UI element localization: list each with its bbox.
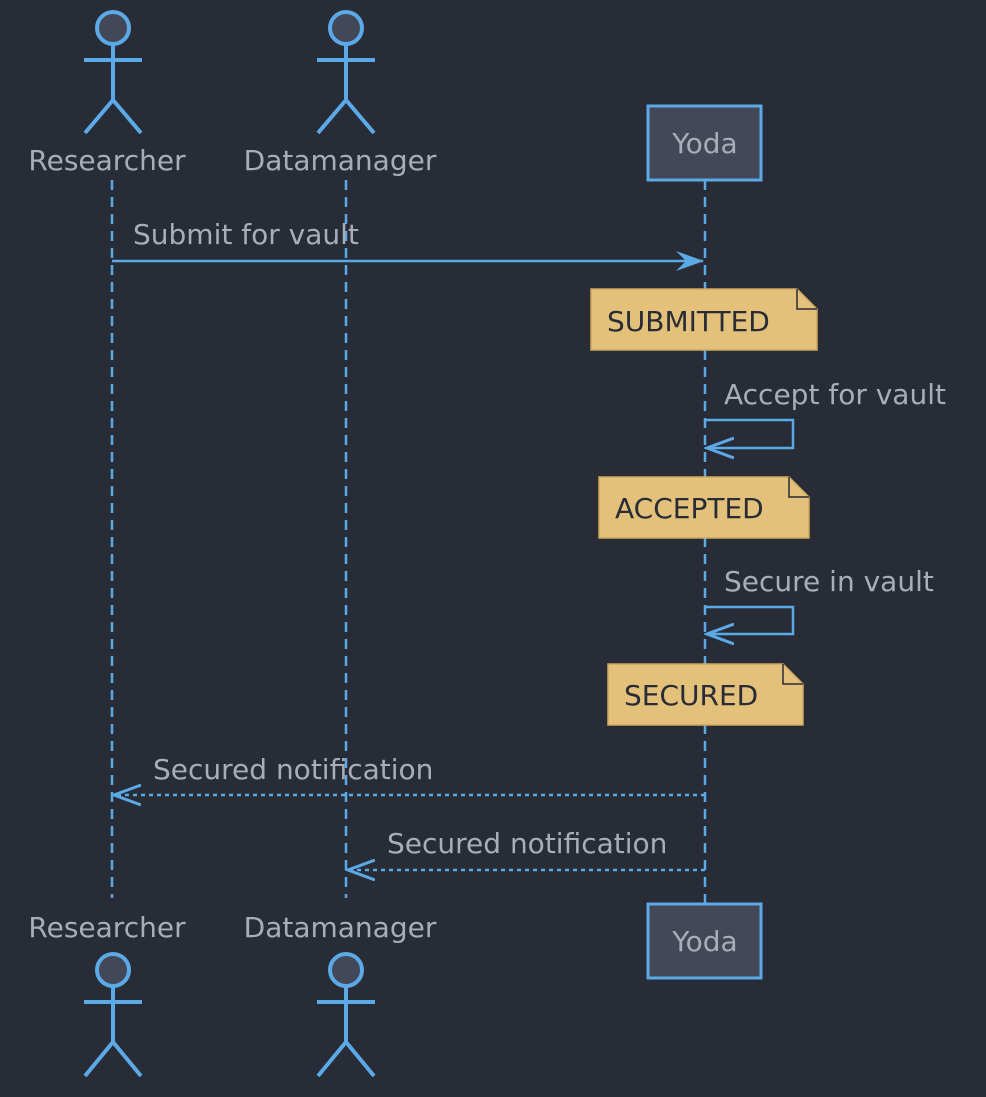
participant-box	[646, 104, 763, 182]
participant-yoda-top: Yoda	[646, 104, 763, 182]
note-shape	[590, 288, 818, 351]
stick-figure-icon	[316, 10, 376, 135]
actor-label: Researcher	[28, 144, 186, 177]
participant-label: Yoda	[671, 925, 737, 958]
note-accepted: ACCEPTED	[598, 476, 810, 539]
actor-datamanager-top: Datamanager	[244, 10, 437, 177]
message-label: Submit for vault	[133, 218, 359, 251]
message-secured-notification-datamanager: Secured notification	[348, 827, 705, 870]
actor-label: Researcher	[28, 911, 186, 944]
message-accept-for-vault: Accept for vault	[705, 378, 946, 448]
note-text: ACCEPTED	[615, 492, 764, 525]
message-secured-notification-researcher: Secured notification	[114, 753, 705, 795]
participant-label: Yoda	[671, 127, 737, 160]
actor-datamanager-bottom: Datamanager	[244, 911, 437, 1078]
self-message-arrow	[705, 418, 795, 448]
message-label: Secured notification	[387, 827, 667, 860]
message-label: Secure in vault	[724, 565, 934, 598]
stick-figure-icon	[83, 952, 143, 1078]
participant-box	[646, 902, 763, 980]
stick-figure-icon	[316, 952, 376, 1078]
note-fold-icon	[796, 289, 817, 310]
actor-researcher-bottom: Researcher	[28, 911, 186, 1078]
message-submit-for-vault: Submit for vault	[112, 218, 704, 271]
note-secured: SECURED	[607, 663, 804, 726]
note-fold-icon	[788, 477, 809, 498]
note-shape	[598, 476, 810, 539]
message-label: Secured notification	[153, 753, 433, 786]
message-secure-in-vault: Secure in vault	[705, 565, 934, 634]
actor-researcher-top: Researcher	[28, 10, 186, 177]
actor-label: Datamanager	[244, 144, 437, 177]
note-shape	[607, 663, 804, 726]
note-text: SECURED	[624, 679, 758, 712]
note-fold-icon	[782, 664, 803, 685]
note-submitted: SUBMITTED	[590, 288, 818, 351]
participant-yoda-bottom: Yoda	[646, 902, 763, 980]
note-text: SUBMITTED	[607, 305, 770, 338]
self-message-arrow	[705, 605, 795, 634]
stick-figure-icon	[83, 10, 143, 135]
message-label: Accept for vault	[724, 378, 946, 411]
actor-label: Datamanager	[244, 911, 437, 944]
